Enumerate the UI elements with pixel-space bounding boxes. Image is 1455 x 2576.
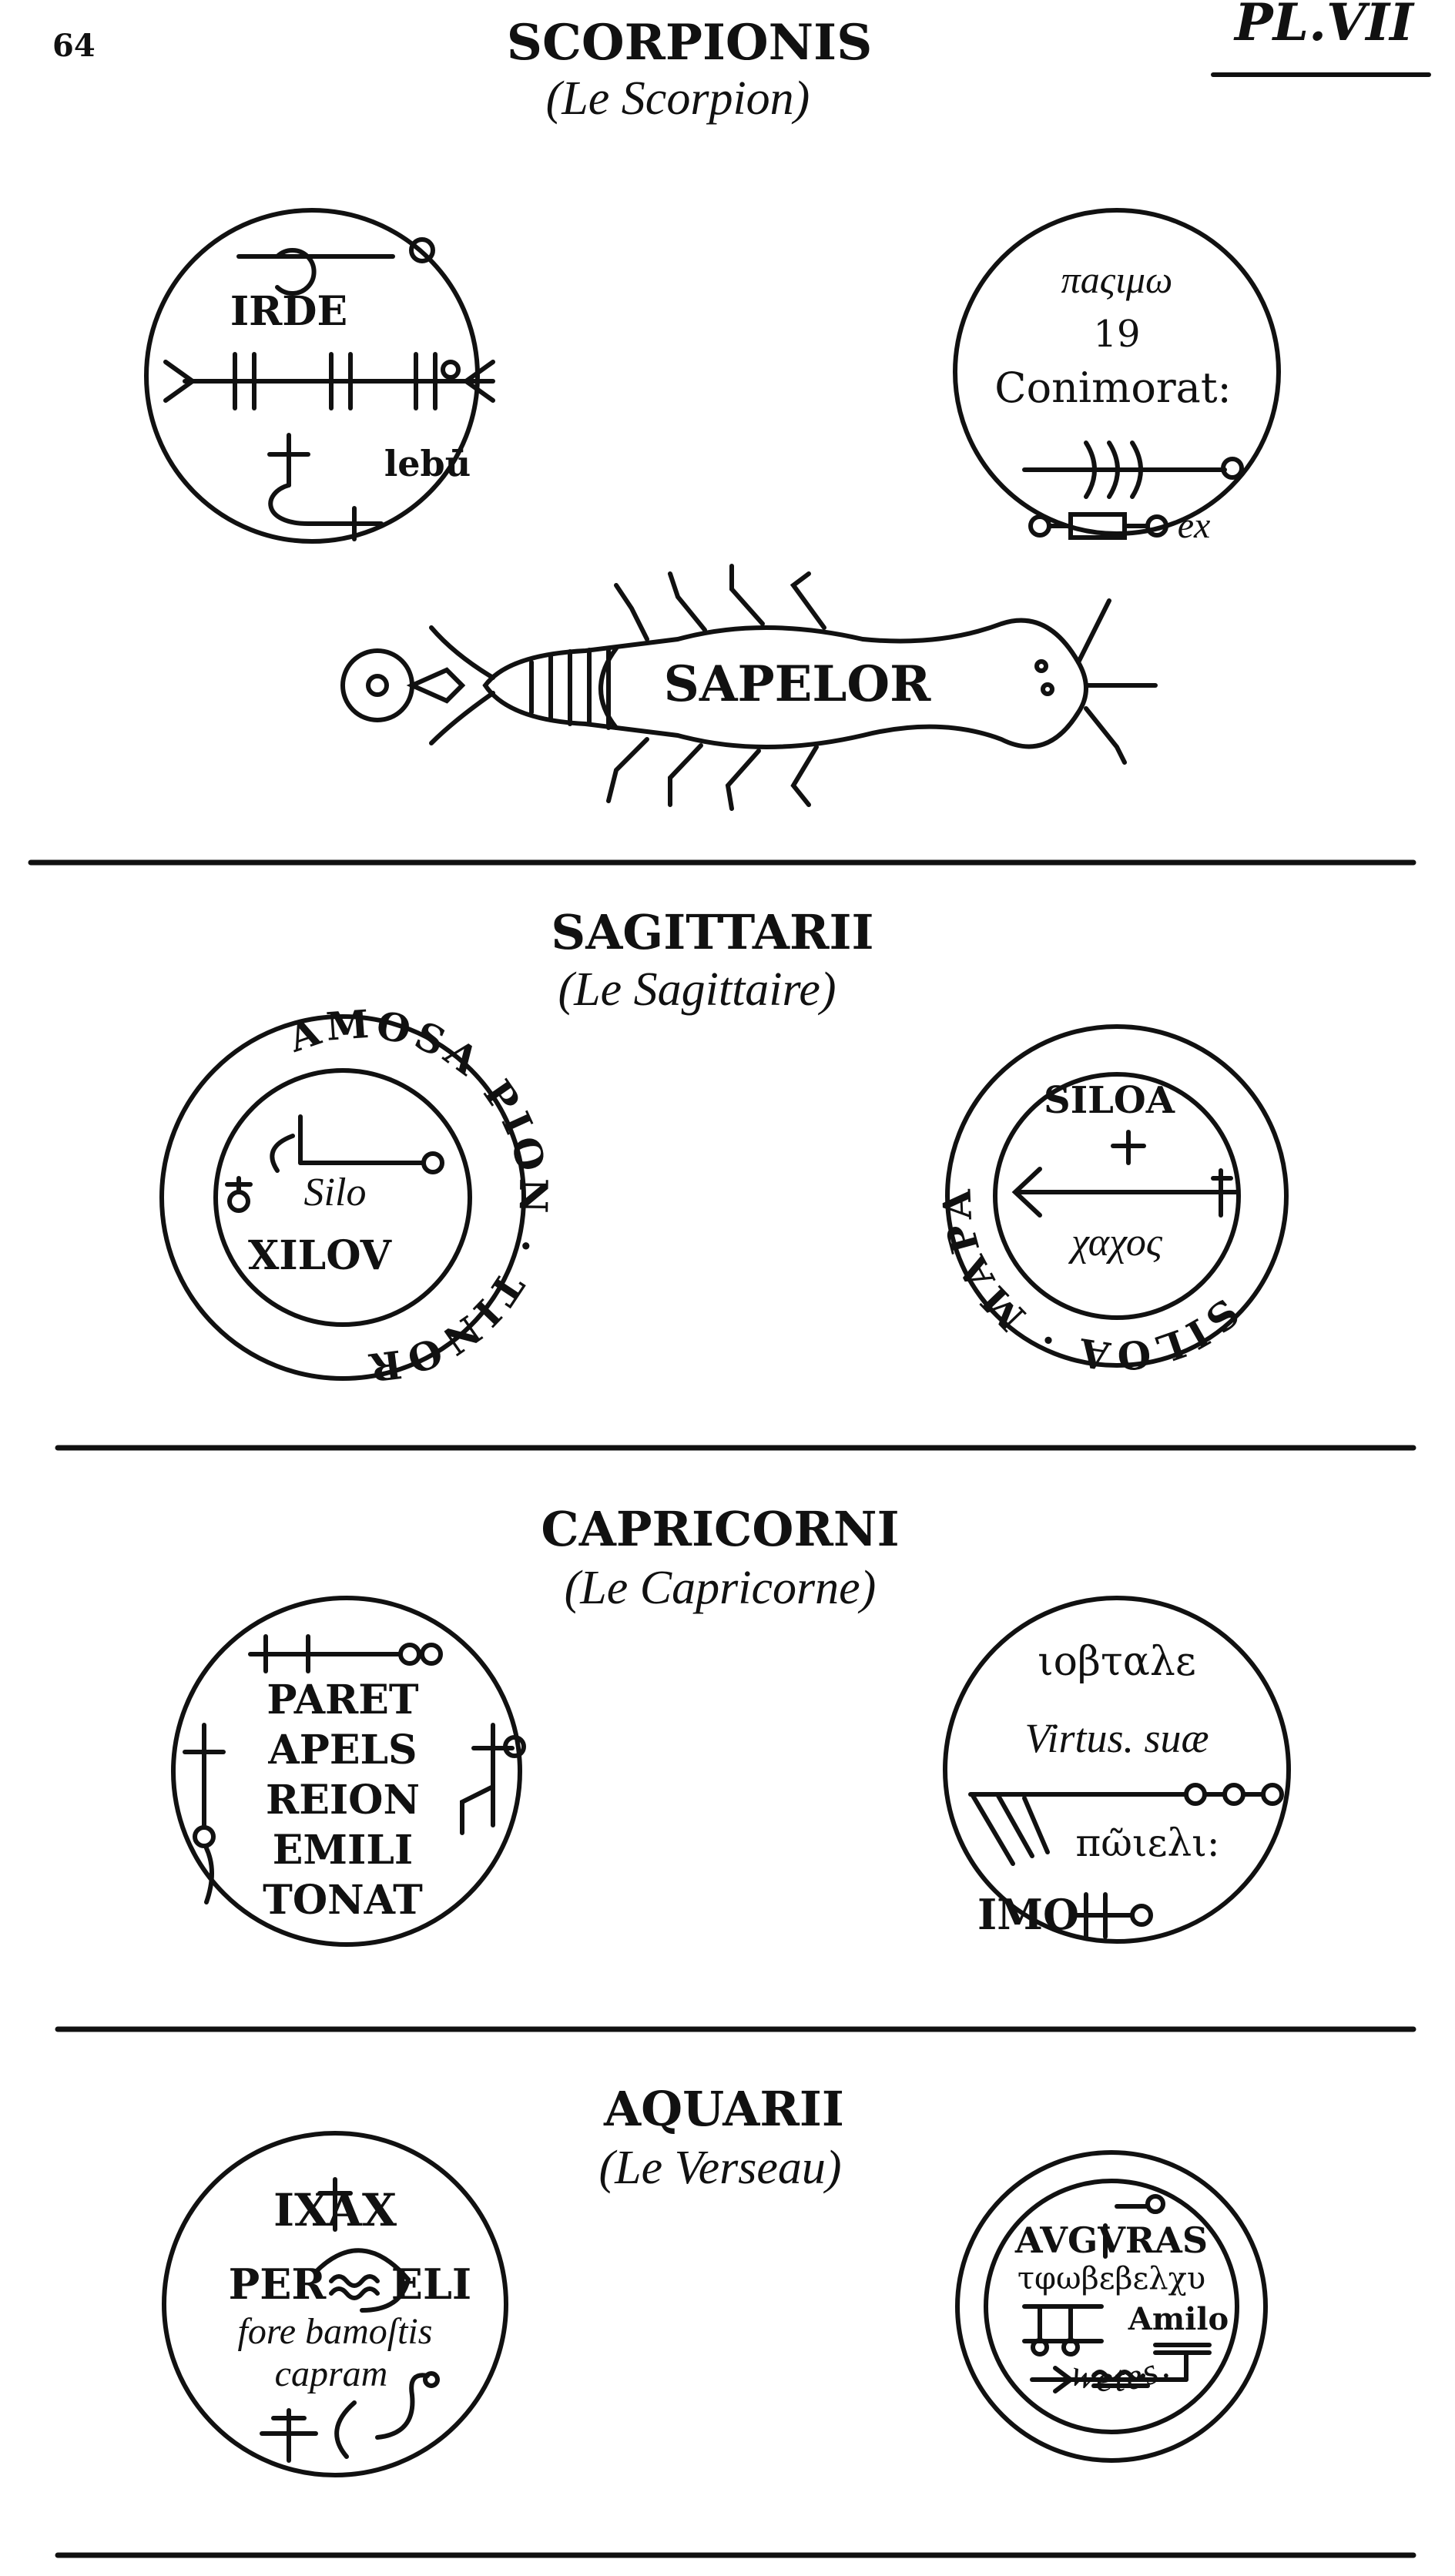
seal-text: Silo xyxy=(304,1171,367,1214)
seal-text: 19 xyxy=(1093,313,1140,356)
section-title-capricorni: CAPRICORNI xyxy=(541,1501,899,1557)
seal-text: PARET xyxy=(267,1677,419,1723)
seal-text: πaςιμω xyxy=(1061,258,1173,301)
page-number: 64 xyxy=(52,28,96,64)
seal-text: χαχος xyxy=(1068,1221,1163,1265)
seal-text: ELI xyxy=(391,2259,471,2309)
seal-text: τφωβεβελχυ xyxy=(1017,2261,1205,2296)
section-subtitle-scorpionis: (Le Scorpion) xyxy=(546,72,810,125)
seal-capricorn-right: ιοβταλε Virtus. suæ πῶιελι: IMO xyxy=(943,1596,1291,1944)
seal-text: AVGVRAS xyxy=(1014,2219,1208,2261)
plate-label: PL.VII xyxy=(1233,0,1415,52)
seal-sagittarius-right: SILOA · MAPARIS· SILOA χαχος xyxy=(0,0,1289,1379)
seal-text: capram xyxy=(275,2353,388,2394)
seal-text: SILOA xyxy=(1044,1079,1175,1122)
seal-text: lebū xyxy=(384,443,471,484)
section-title-scorpionis: SCORPIONIS xyxy=(507,14,873,72)
section-subtitle-sagittarii: (Le Sagittaire) xyxy=(558,963,836,1016)
section-title-sagittarii: SAGITTARII xyxy=(551,904,873,960)
section-title-aquarii: AQUARII xyxy=(603,2081,844,2137)
seal-text: ex xyxy=(1178,505,1211,546)
seal-capricorn-left: PARET APELS REION EMILI TONAT xyxy=(171,1596,526,1947)
section-subtitle-aquarii: (Le Verseau) xyxy=(598,2142,841,2194)
seal-text: IMO xyxy=(977,1890,1079,1939)
seal-aquarius-left: IXAX PER ELI fore bamoſtis capram xyxy=(162,2131,508,2477)
seal-sagittarius-left: AMOSA PION · TINOR Silo XILOV xyxy=(159,1000,551,1391)
seal-text: fore bamoſtis xyxy=(238,2311,433,2352)
seal-ring-text: SILOA · MAPARIS· xyxy=(0,0,1248,1379)
seal-text: APELS xyxy=(267,1727,417,1774)
seal-text: TONAT xyxy=(263,1877,423,1924)
scorpion-figure: SAPELOR xyxy=(340,564,1158,811)
creature-label: SAPELOR xyxy=(664,655,932,713)
seal-scorpio-right: πaςιμω 19 Conimorat: ex xyxy=(953,208,1281,546)
seal-text: XILOV xyxy=(248,1232,393,1279)
seal-text: πῶιελι: xyxy=(1075,1821,1219,1865)
seal-text: Virtus. suæ xyxy=(1024,1715,1209,1761)
seal-text: REION xyxy=(266,1777,420,1824)
seal-aquarius-right: AVGVRAS τφωβεβελχυ Amilo wetes. xyxy=(955,2150,1268,2463)
seal-scorpio-left: IRDE lebū xyxy=(144,208,495,544)
seal-text: PER xyxy=(229,2259,327,2309)
section-subtitle-capricorni: (Le Capricorne) xyxy=(565,1562,877,1614)
seal-text: Amilo xyxy=(1128,2301,1229,2337)
seal-text: IRDE xyxy=(230,288,347,335)
seal-text: Conimorat: xyxy=(994,363,1232,412)
seal-ring-text: wetes. xyxy=(1067,2345,1178,2400)
seal-text: ιοβταλε xyxy=(1038,1639,1196,1685)
seal-text: EMILI xyxy=(273,1827,413,1874)
